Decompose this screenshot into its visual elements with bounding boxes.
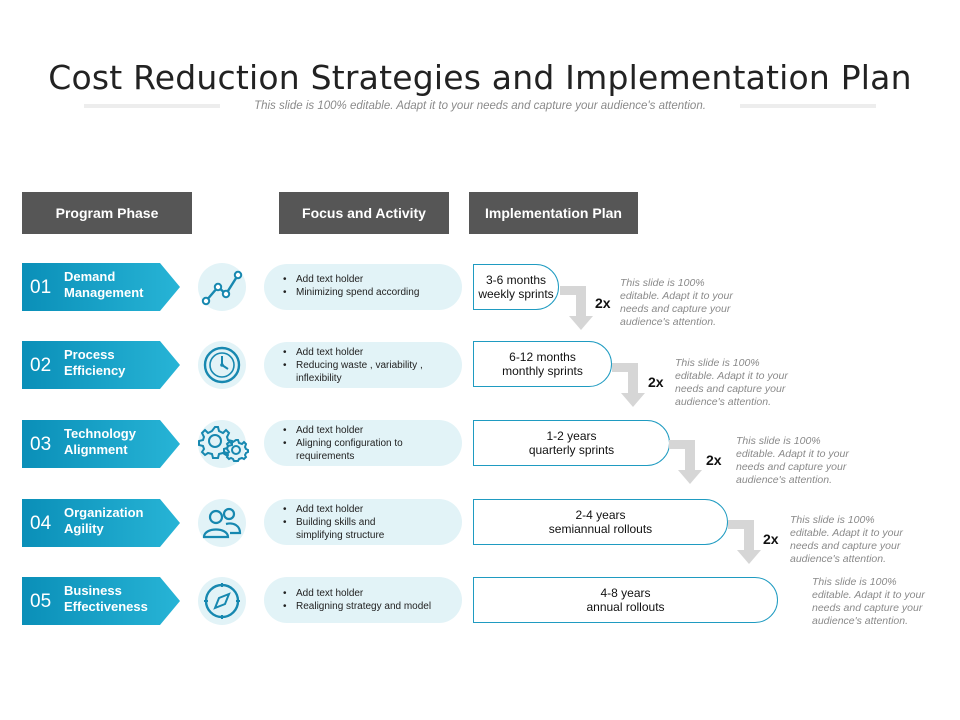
plan-box-row-3: 1-2 years quarterly sprints	[473, 420, 670, 466]
phase-number: 01	[30, 277, 52, 298]
activity-item: Building skills and simplifying structur…	[283, 516, 416, 542]
side-note: This slide is 100% editable. Adapt it to…	[812, 576, 925, 627]
phase-number: 02	[30, 355, 52, 376]
activity-item: Realigning strategy and model	[283, 600, 431, 613]
activity-item: Add text holder	[283, 587, 431, 600]
multiplier-label: 2x	[706, 452, 722, 468]
team-icon	[196, 497, 248, 549]
plan-cadence: annual rollouts	[586, 600, 665, 614]
phase-name: Organization Agility	[64, 505, 144, 536]
phase-row-2: 02 Process Efficiency	[22, 341, 180, 389]
compass-icon	[196, 575, 248, 627]
slide-subtitle: This slide is 100% editable. Adapt it to…	[254, 100, 706, 112]
growth-chart-icon	[196, 261, 248, 313]
activity-item: Reducing waste , variability , inflexibi…	[283, 359, 446, 385]
plan-box-row-4: 2-4 years semiannual rollouts	[473, 499, 728, 545]
phase-row-4: 04 Organization Agility	[22, 499, 180, 547]
activity-pill-row-1: Add text holder Minimizing spend accordi…	[264, 264, 462, 310]
plan-duration: 3-6 months	[485, 273, 547, 287]
activity-pill-row-5: Add text holder Realigning strategy and …	[264, 577, 462, 623]
activity-pill-row-4: Add text holder Building skills and simp…	[264, 499, 462, 545]
side-note: This slide is 100% editable. Adapt it to…	[790, 514, 903, 565]
gears-icon	[196, 418, 249, 470]
activity-pill-row-2: Add text holder Reducing waste , variabi…	[264, 342, 462, 388]
side-note: This slide is 100% editable. Adapt it to…	[736, 435, 849, 486]
phase-name: Technology Alignment	[64, 426, 136, 457]
clock-icon	[196, 339, 248, 391]
activity-item: Minimizing spend according	[283, 286, 419, 299]
activity-item: Aligning configuration to requirements	[283, 437, 416, 463]
activity-item: Add text holder	[283, 346, 446, 359]
slide-title: Cost Reduction Strategies and Implementa…	[48, 58, 912, 97]
plan-cadence: quarterly sprints	[528, 443, 615, 457]
activity-item: Add text holder	[283, 424, 416, 437]
header-implementation-plan: Implementation Plan	[469, 192, 638, 234]
phase-ribbon	[22, 263, 180, 311]
multiplier-label: 2x	[763, 531, 779, 547]
step-down-arrow	[560, 286, 593, 330]
header-focus-activity: Focus and Activity	[279, 192, 449, 234]
plan-duration: 4-8 years	[600, 586, 651, 600]
plan-box-row-5: 4-8 years annual rollouts	[473, 577, 778, 623]
phase-row-3: 03 Technology Alignment	[22, 420, 180, 468]
phase-name: Demand Management	[64, 269, 144, 300]
activity-item: Add text holder	[283, 503, 416, 516]
plan-duration: 6-12 months	[509, 350, 576, 364]
step-down-arrow	[612, 363, 645, 407]
phase-ribbon	[22, 420, 180, 468]
plan-cadence: semiannual rollouts	[548, 522, 653, 536]
step-down-arrow	[669, 440, 702, 484]
activity-item: Add text holder	[283, 273, 419, 286]
plan-cadence: weekly sprints	[478, 287, 554, 301]
phase-row-5: 05 Business Effectiveness	[22, 577, 180, 625]
plan-duration: 1-2 years	[546, 429, 597, 443]
plan-cadence: monthly sprints	[502, 364, 583, 378]
phase-row-1: 01 Demand Management	[22, 263, 180, 311]
title-rule-left	[84, 104, 220, 108]
phase-number: 05	[30, 591, 52, 612]
plan-box-row-2: 6-12 months monthly sprints	[473, 341, 612, 387]
phase-ribbon	[22, 341, 180, 389]
multiplier-label: 2x	[648, 374, 664, 390]
phase-name: Business Effectiveness	[64, 583, 148, 614]
plan-duration: 2-4 years	[575, 508, 626, 522]
phase-ribbon	[22, 499, 180, 547]
multiplier-label: 2x	[595, 295, 611, 311]
header-program-phase: Program Phase	[22, 192, 192, 234]
side-note: This slide is 100% editable. Adapt it to…	[675, 357, 788, 408]
phase-name: Process Efficiency	[64, 347, 126, 378]
phase-ribbon	[22, 577, 180, 625]
phase-number: 03	[30, 434, 52, 455]
plan-box-row-1: 3-6 months weekly sprints	[473, 264, 559, 310]
activity-pill-row-3: Add text holder Aligning configuration t…	[264, 420, 462, 466]
step-down-arrow	[728, 520, 761, 564]
title-rule-right	[740, 104, 876, 108]
phase-number: 04	[30, 513, 52, 534]
side-note: This slide is 100% editable. Adapt it to…	[620, 277, 733, 328]
